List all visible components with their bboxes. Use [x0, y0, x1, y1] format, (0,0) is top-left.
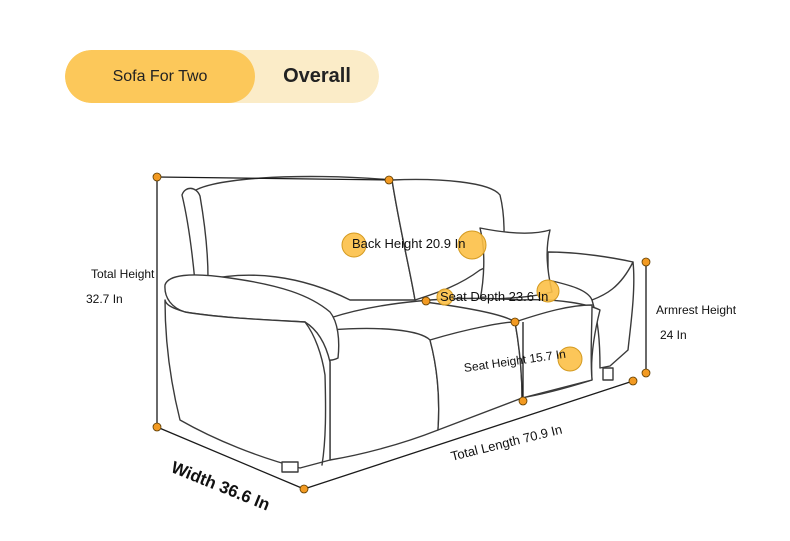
- dim-dot: [510, 317, 520, 327]
- seat-depth-label: Seat Depth 23.6 In: [440, 289, 549, 304]
- width-line: [156, 426, 305, 490]
- tab-sofa-for-two-label: Sofa For Two: [112, 67, 208, 85]
- tab-overall[interactable]: Overall: [255, 50, 379, 103]
- dim-dot: [641, 257, 651, 267]
- dim-dot: [152, 172, 162, 182]
- dim-dot: [421, 296, 431, 306]
- tab-overall-label: Overall: [283, 65, 351, 87]
- back-height-label: Back Height 20.9 In: [352, 236, 466, 251]
- dim-dot: [384, 175, 394, 185]
- armrest-height-title: Armrest Height: [656, 303, 737, 317]
- dim-dot: [628, 376, 638, 386]
- sofa-right-arm: [547, 251, 635, 369]
- armrest-height-value: 24 In: [660, 328, 687, 342]
- sofa-left-arm-body: [164, 299, 331, 469]
- sofa-right-arm-front: [591, 261, 634, 301]
- length-line: [303, 380, 634, 490]
- sofa-seat-front-far: [514, 304, 593, 399]
- sofa-seat-front-right: [429, 321, 523, 431]
- dim-dot: [518, 396, 528, 406]
- top-back-line: [156, 176, 390, 181]
- sofa-foot-right: [602, 367, 614, 381]
- dim-dot: [152, 422, 162, 432]
- sofa-back-right: [391, 178, 505, 301]
- marker-seat-depth-right: [536, 279, 560, 303]
- sofa-left-post: [181, 187, 209, 283]
- total-height-title: Total Height: [91, 267, 155, 281]
- tab-sofa-for-two[interactable]: Sofa For Two: [65, 50, 255, 103]
- view-toggle: Sofa For Two Overall: [65, 50, 379, 103]
- marker-seat-height: [557, 346, 583, 372]
- sofa-left-arm-front: [304, 321, 327, 466]
- marker-seat-depth-left: [436, 288, 454, 306]
- total-height-value: 32.7 In: [86, 292, 123, 306]
- marker-back-height-left: [341, 232, 367, 258]
- sofa-seat-front-left: [329, 327, 440, 461]
- marker-back-height-right: [457, 230, 487, 260]
- dim-dot: [299, 484, 309, 494]
- dim-dot: [641, 368, 651, 378]
- sofa-foot-front: [281, 461, 299, 473]
